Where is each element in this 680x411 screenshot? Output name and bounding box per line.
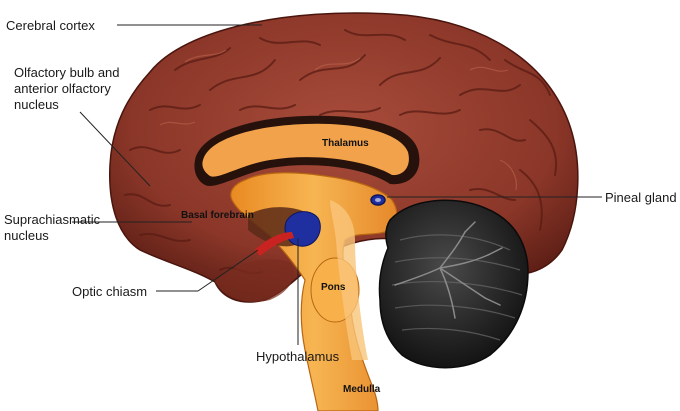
label-olfactory-line3: nucleus (14, 97, 59, 112)
leader-lines (72, 24, 602, 345)
label-olfactory-line1: Olfactory bulb and (14, 65, 120, 80)
label-basal-forebrain: Basal forebrain (181, 210, 254, 221)
label-cerebral-cortex: Cerebral cortex (6, 18, 95, 33)
label-optic-chiasm: Optic chiasm (72, 284, 147, 299)
optic-chiasm-shape (255, 232, 294, 256)
label-pineal-gland: Pineal gland (605, 190, 677, 205)
label-hypothalamus: Hypothalamus (256, 349, 340, 364)
cerebellum-shape (378, 199, 529, 369)
label-suprachiasmatic-line2: nucleus (4, 228, 49, 243)
label-medulla: Medulla (343, 384, 381, 395)
label-olfactory-line2: anterior olfactory (14, 81, 111, 96)
label-thalamus: Thalamus (322, 138, 369, 149)
temporal-lobe-shade (215, 259, 294, 302)
cerebral-aqueduct-highlight (330, 200, 368, 360)
label-pons: Pons (321, 282, 346, 293)
thalamus-region (202, 123, 409, 177)
label-suprachiasmatic-line1: Suprachiasmatic (4, 212, 101, 227)
suprachiasmatic-nucleus-blob (284, 211, 321, 247)
